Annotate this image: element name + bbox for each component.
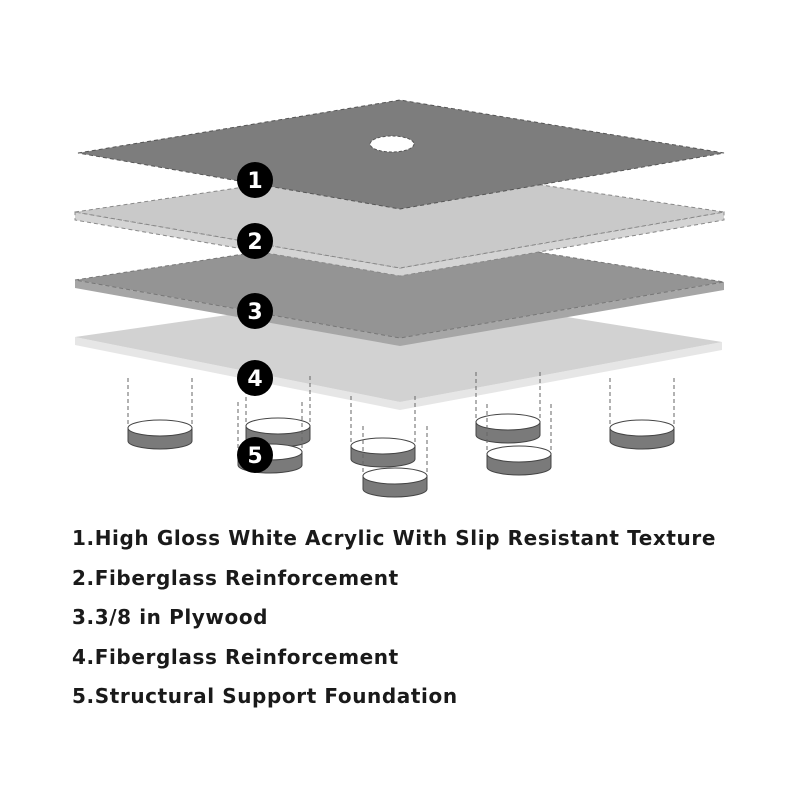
svg-text:5: 5 xyxy=(247,444,262,469)
layer-badge-3: 3 xyxy=(237,293,273,329)
layer-badges: 1 2 3 4 5 xyxy=(237,162,273,473)
legend-item-1: 1.High Gloss White Acrylic With Slip Res… xyxy=(72,526,717,550)
support-puck xyxy=(350,396,416,468)
legend-item-4: 4.Fiberglass Reinforcement xyxy=(72,644,399,669)
svg-text:3: 3 xyxy=(247,300,262,325)
svg-text:4: 4 xyxy=(247,367,262,392)
support-puck xyxy=(486,404,552,476)
drain-hole xyxy=(369,135,415,153)
support-puck xyxy=(362,426,428,498)
layer-badge-2: 2 xyxy=(237,223,273,259)
layer-1-acrylic xyxy=(77,99,725,210)
support-puck xyxy=(127,378,193,450)
layer-legend: 1.High Gloss White Acrylic With Slip Res… xyxy=(72,524,716,722)
layer-badge-1: 1 xyxy=(237,162,273,198)
legend-item-2: 2.Fiberglass Reinforcement xyxy=(72,565,399,590)
svg-text:2: 2 xyxy=(247,230,262,255)
layer-diagram: 1 2 3 4 5 xyxy=(74,99,725,498)
legend-item-3: 3.3/8 in Plywood xyxy=(72,605,269,629)
svg-text:1: 1 xyxy=(247,169,262,194)
layer-badge-4: 4 xyxy=(237,360,273,396)
legend-item-5: 5.Structural Support Foundation xyxy=(72,684,458,708)
layer-badge-5: 5 xyxy=(237,437,273,473)
support-puck xyxy=(609,378,675,450)
support-puck xyxy=(475,372,541,444)
